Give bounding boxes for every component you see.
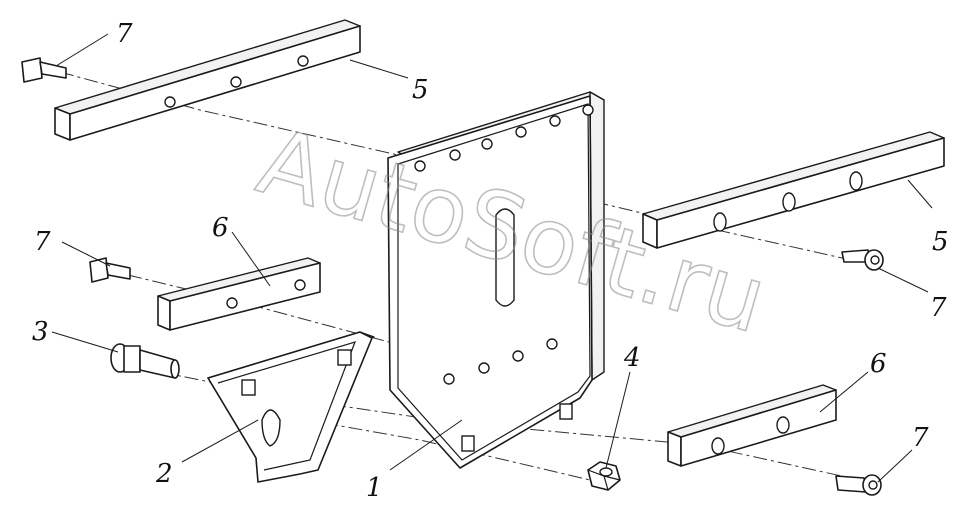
callout-5-right: 5 [932, 227, 949, 257]
callout-5-upper: 5 [412, 75, 429, 105]
screw-part-7-c [841, 249, 884, 271]
callout-2: 2 [155, 459, 173, 489]
block-part-6-right [667, 384, 837, 467]
callout-3: 3 [32, 317, 49, 347]
callout-7-left: 7 [34, 227, 51, 257]
bolt-with-washer-part-3 [110, 343, 180, 379]
leader-lines [51, 33, 933, 483]
screw-part-7-d [835, 474, 882, 496]
callout-4: 4 [623, 343, 641, 373]
block-part-6-left [157, 257, 321, 331]
callout-7-right: 7 [930, 293, 947, 323]
screw-part-7-b [89, 257, 131, 283]
hex-nut-part-4 [587, 461, 621, 491]
callout-6-left: 6 [212, 213, 229, 243]
callout-7-top-left: 7 [116, 19, 133, 49]
screw-part-7-a [21, 57, 67, 83]
triangular-bracket-part-2 [207, 331, 375, 483]
main-plate-part-1 [387, 91, 605, 469]
bar-part-5-upper [54, 19, 361, 141]
callout-labels: 7 5 7 6 3 2 1 4 6 5 7 7 [32, 19, 949, 503]
bar-part-5-right [642, 131, 945, 249]
callout-6-right: 6 [870, 349, 887, 379]
callout-7-bottom-right: 7 [912, 423, 929, 453]
callout-1: 1 [366, 473, 383, 503]
